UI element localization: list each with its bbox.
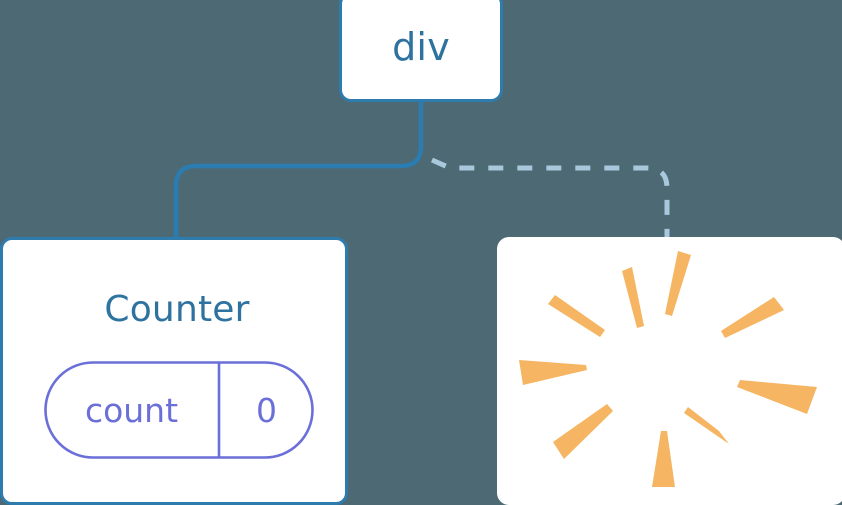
sparkle-ray-1 [665,251,691,316]
node-counter-title-wrap: Counter [3,292,351,328]
sparkle-burst-icon [519,251,817,487]
state-pill-key: count [84,390,179,430]
sparkle-ray-5 [519,360,587,385]
node-div[interactable]: div [339,0,503,102]
edge-div-to-counter [173,99,424,243]
node-div-label: div [392,25,450,69]
sparkle-ray-8 [684,407,729,444]
state-pill-outline [44,361,314,459]
sparkle-ray-6 [737,380,817,414]
sparkle-ray-7 [553,404,613,459]
sparkle-ray-3 [721,297,784,338]
edge-div-to-sparkle [430,157,670,240]
sparkle-ray-2 [622,267,644,328]
node-sparkle[interactable] [497,237,842,505]
state-pill-value: 0 [256,390,277,430]
node-counter[interactable]: Counter count 0 [0,237,348,505]
node-counter-label: Counter [104,289,250,330]
sparkle-ray-9 [652,431,675,487]
state-pill[interactable]: count 0 [44,361,314,459]
sparkle-ray-4 [548,295,605,337]
